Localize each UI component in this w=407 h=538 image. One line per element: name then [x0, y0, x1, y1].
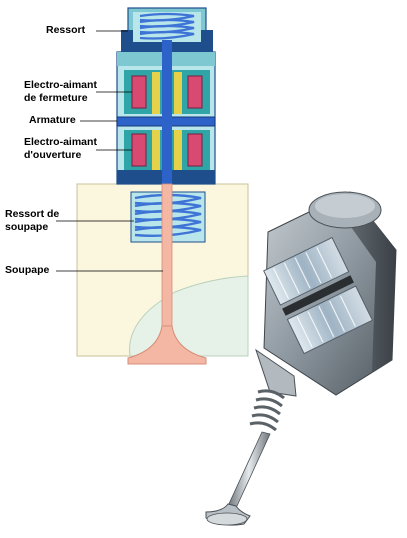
label-armature: Armature — [29, 114, 76, 127]
label-ressort-soupape-line1: Ressort de — [5, 208, 60, 220]
label-electro-aimant-fermeture: Electro-aimant de fermeture — [24, 79, 97, 105]
armature-3d — [282, 275, 354, 316]
label-ressort: Ressort — [46, 24, 85, 37]
leader-lines — [56, 30, 163, 272]
label-soupape-text: Soupape — [5, 264, 50, 276]
upper-coil-3d — [263, 236, 350, 306]
valve-stem-3d — [227, 431, 271, 509]
label-ressort-soupape-line2: soupape — [5, 221, 49, 233]
valve-spring-3d — [249, 389, 285, 432]
top-spring — [139, 12, 195, 40]
label-ressort-text: Ressort — [46, 24, 86, 36]
label-ressort-de-soupape: Ressort de soupape — [5, 208, 59, 234]
label-armature-text: Armature — [29, 114, 76, 126]
label-electro-ouverture-line2: d'ouverture — [24, 149, 82, 161]
lower-coil-3d — [286, 285, 374, 355]
cross-section — [56, 7, 249, 365]
actuator-rod — [162, 40, 172, 186]
valve — [127, 183, 207, 365]
label-electro-ouverture-line1: Electro-aimant — [24, 136, 97, 148]
label-electro-fermeture-line2: de fermeture — [24, 92, 88, 104]
label-electro-aimant-ouverture: Electro-aimant d'ouverture — [24, 136, 97, 162]
actuator-3d-illustration — [205, 191, 397, 526]
label-soupape: Soupape — [5, 264, 49, 277]
label-electro-fermeture-line1: Electro-aimant — [24, 79, 97, 91]
